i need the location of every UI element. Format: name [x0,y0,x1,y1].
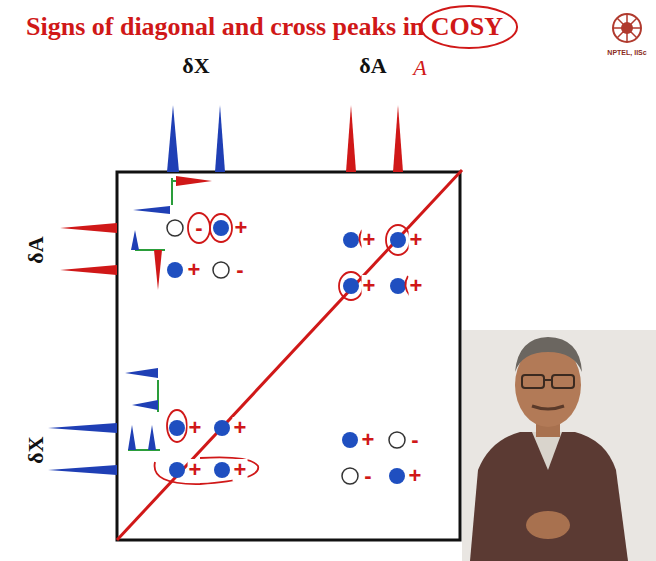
peak-sign: - [235,259,244,281]
suit [470,432,628,561]
spectrum-peak [60,223,117,233]
spectrum-peak [167,105,179,172]
peak-sign: + [187,259,202,281]
positive-peak [390,232,406,248]
peak-sign: - [410,429,419,451]
video-background [462,330,656,561]
peak-sign: + [233,417,248,439]
glasses-left [522,375,544,388]
logo-spokes [613,14,641,42]
inset-peak [128,425,136,450]
inset-axis [171,178,173,205]
presenter-figure [462,330,656,561]
peak-sign: + [188,459,203,481]
hand-circle [386,225,410,255]
inset-peak [176,176,212,186]
positive-peak [343,278,359,294]
peak-sign: + [362,275,377,297]
positive-peak [213,220,229,236]
peak-sign: - [363,465,372,487]
positive-peak [167,262,183,278]
positive-peak [343,232,359,248]
spectrum-peak [60,265,117,275]
spectrum-peak [48,465,117,475]
peak-sign: + [234,217,249,239]
peak-sign: + [408,465,423,487]
axis-label: δA [25,236,47,263]
inset-peak [132,400,158,410]
inset-peak [133,206,170,214]
positive-peak [214,420,230,436]
hand-circle [155,457,259,484]
hands [526,511,570,539]
logo-text: NPTEL, IISc [607,49,646,56]
positive-peak [390,278,406,294]
glasses-right [552,375,574,388]
spectrum-peak [346,105,356,172]
axis-label: δX [25,436,47,463]
diagonal-line [117,170,462,540]
positive-peak [169,420,185,436]
inset-peak [125,368,158,378]
peak-sign: + [409,229,424,251]
inset-peak [148,425,156,450]
negative-peak [342,468,358,484]
peak-sign: - [194,217,203,239]
peak-sign: + [409,275,424,297]
inset-multiplet [125,368,160,450]
hair [515,337,582,372]
hand-circle [188,213,210,243]
positive-peak [342,432,358,448]
hand-circle [167,410,187,442]
hand-annotations [155,213,410,484]
spectrum-peak [215,105,225,172]
shirt [532,432,562,470]
peak-sign: + [233,459,248,481]
spectrum-peak [393,105,403,172]
axis-label: δX [182,55,209,77]
peak-sign: + [362,229,377,251]
logo-ring [613,14,641,42]
axis-label: δA [359,55,386,77]
inset-multiplet [131,176,212,290]
positive-peak [389,468,405,484]
hand-note: A [413,57,426,79]
glasses-bridge [544,379,552,381]
logo [613,14,641,42]
negative-peak [167,220,183,236]
inset-peak [154,250,162,290]
negative-peak [213,262,229,278]
spectrum-peak [48,423,117,433]
moustache [532,406,564,409]
positive-peak [214,462,230,478]
positive-peak [169,462,185,478]
hand-circle [339,272,363,300]
negative-peak [389,432,405,448]
inset-peak [131,230,139,250]
peak-sign: + [188,417,203,439]
peak-sign: + [361,429,376,451]
hand-circle [210,214,232,242]
slide-title: Signs of diagonal and cross peaks in COS… [26,14,503,40]
